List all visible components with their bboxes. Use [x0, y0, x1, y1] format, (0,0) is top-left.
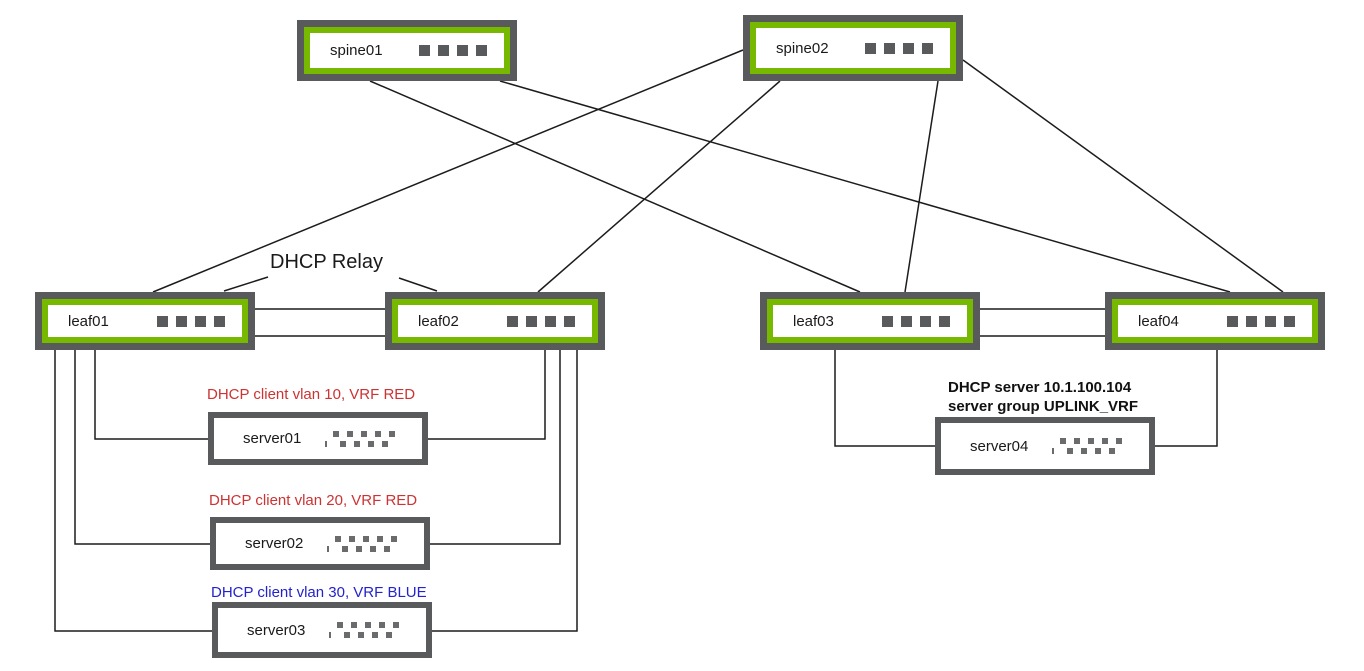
- leader-dhcp-relay-leaf01: [223, 276, 269, 292]
- node-server04-label: server04: [970, 437, 1029, 455]
- node-leaf04-label: leaf04: [1138, 312, 1179, 330]
- node-spine02-label: spine02: [776, 39, 829, 57]
- link-server01-leaf02: [428, 350, 546, 440]
- node-server02-label: server02: [245, 535, 304, 552]
- node-server03-label: server03: [247, 621, 306, 639]
- link-spine02-leaf02: [537, 80, 781, 293]
- node-leaf02-label: leaf02: [418, 312, 459, 330]
- server-vents-icon: [1052, 438, 1122, 454]
- switch-ports-icon: [507, 315, 575, 327]
- node-server01-label: server01: [243, 430, 302, 447]
- link-server04-leaf04: [1150, 350, 1218, 447]
- annotation-server03-vlan30: DHCP client vlan 30, VRF BLUE: [211, 584, 427, 601]
- annotation-server04-dhcp-server: DHCP server 10.1.100.104 server group UP…: [948, 378, 1138, 416]
- switch-ports-icon: [157, 315, 225, 327]
- node-leaf02[interactable]: leaf02: [385, 292, 605, 350]
- node-server02[interactable]: server02: [210, 517, 430, 570]
- link-server02-leaf01: [74, 350, 210, 545]
- switch-ports-icon: [419, 45, 487, 56]
- node-spine01[interactable]: spine01: [297, 20, 517, 81]
- switch-ports-icon: [1227, 315, 1295, 327]
- link-spine02-leaf01: [152, 49, 744, 293]
- switch-ports-icon: [882, 315, 950, 327]
- link-server03-leaf01: [54, 350, 212, 632]
- node-spine01-label: spine01: [330, 42, 383, 59]
- node-spine02[interactable]: spine02: [743, 15, 963, 81]
- node-leaf03[interactable]: leaf03: [760, 292, 980, 350]
- link-server04-leaf03: [834, 350, 935, 447]
- node-leaf03-label: leaf03: [793, 312, 834, 330]
- server-vents-icon: [327, 535, 397, 552]
- node-server03[interactable]: server03: [212, 602, 432, 658]
- link-spine02-leaf04: [962, 59, 1284, 293]
- server-vents-icon: [329, 622, 399, 638]
- switch-ports-icon: [865, 42, 933, 54]
- node-server04[interactable]: server04: [935, 417, 1155, 475]
- dhcp-relay-label: DHCP Relay: [270, 251, 383, 273]
- node-leaf01[interactable]: leaf01: [35, 292, 255, 350]
- annotation-server01-vlan10: DHCP client vlan 10, VRF RED: [207, 386, 416, 403]
- node-leaf04[interactable]: leaf04: [1105, 292, 1325, 350]
- link-server01-leaf01: [94, 350, 208, 440]
- link-spine02-leaf03: [904, 80, 939, 293]
- annotation-server04-line2: server group UPLINK_VRF: [948, 398, 1139, 415]
- server-vents-icon: [325, 430, 395, 447]
- link-spine01-leaf04: [499, 80, 1231, 293]
- node-leaf01-label: leaf01: [68, 312, 109, 330]
- annotation-server02-vlan20: DHCP client vlan 20, VRF RED: [209, 492, 418, 509]
- node-server01[interactable]: server01: [208, 412, 428, 465]
- link-server02-leaf02: [430, 350, 561, 545]
- annotation-server04-line1: DHCP server 10.1.100.104: [948, 379, 1132, 396]
- leader-dhcp-relay-leaf02: [398, 277, 438, 292]
- link-server03-leaf02: [432, 350, 578, 632]
- link-spine01-leaf03: [369, 80, 861, 293]
